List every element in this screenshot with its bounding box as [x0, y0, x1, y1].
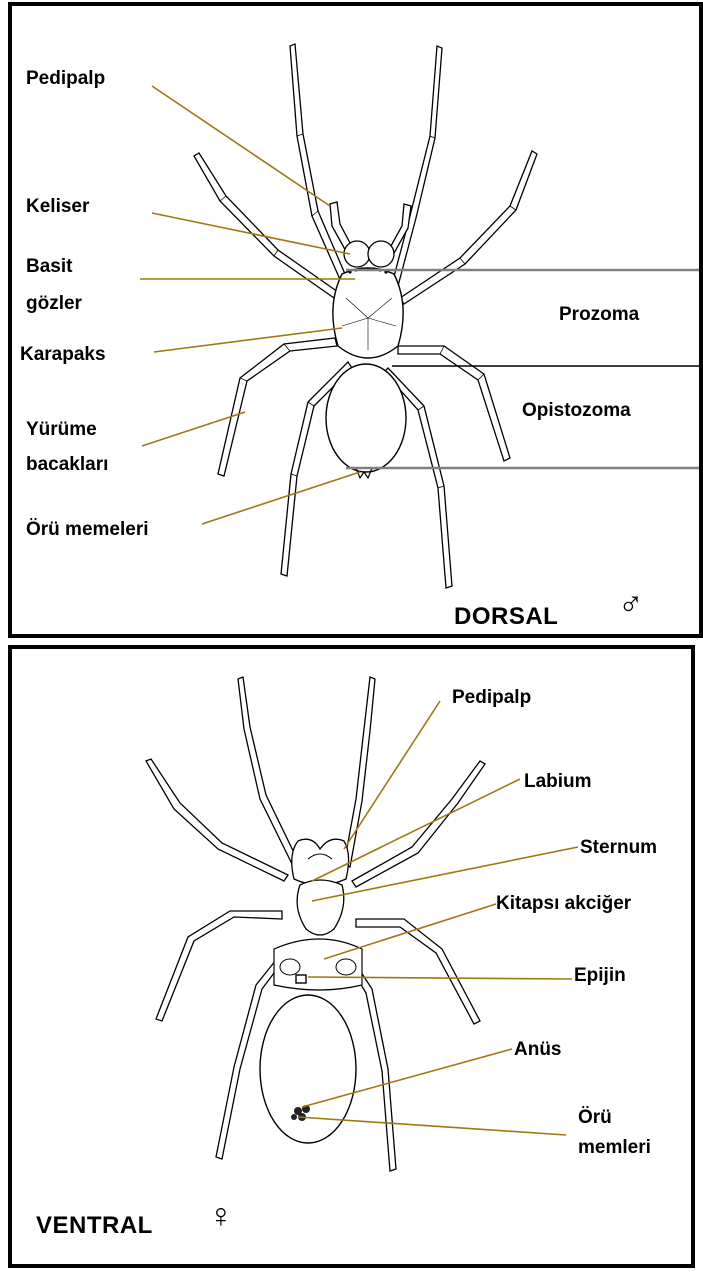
label-yurume: Yürüme	[26, 419, 97, 441]
label-bacaklari: bacakları	[26, 454, 108, 476]
view-label-ventral: VENTRAL	[36, 1215, 153, 1237]
male-symbol: ♂	[618, 592, 644, 614]
label-labium: Labium	[524, 771, 592, 793]
ventral-abdomen	[260, 995, 356, 1143]
sternum	[297, 880, 344, 935]
label-oru: Örü	[578, 1107, 612, 1129]
label-sternum: Sternum	[580, 837, 657, 859]
label-kitapsi-akciger: Kitapsı akciğer	[496, 893, 631, 915]
label-keliser: Keliser	[26, 196, 89, 218]
label-oru-memeleri: Örü memeleri	[26, 519, 149, 541]
epigyne	[296, 975, 306, 983]
label-anus: Anüs	[514, 1039, 562, 1061]
chelicera-right	[368, 241, 394, 267]
label-pedipalp-ventral: Pedipalp	[452, 687, 531, 709]
book-lung-right	[336, 959, 356, 975]
ventral-spider-illustration	[12, 649, 695, 1268]
label-memleri: memleri	[578, 1137, 651, 1159]
label-opistozoma: Opistozoma	[522, 400, 631, 422]
dorsal-panel: Pedipalp Keliser Basit gözler Karapaks Y…	[8, 2, 703, 638]
label-karapaks: Karapaks	[20, 344, 106, 366]
label-epijin: Epijin	[574, 965, 626, 987]
abdomen	[326, 364, 406, 472]
view-label-dorsal: DORSAL	[454, 606, 558, 628]
label-basit: Basit	[26, 256, 72, 278]
dorsal-leader-lines	[140, 86, 360, 524]
book-lung-left	[280, 959, 300, 975]
label-pedipalp: Pedipalp	[26, 68, 105, 90]
mouthparts	[292, 839, 349, 885]
ventral-panel: Pedipalp Labium Sternum Kitapsı akciğer …	[8, 645, 695, 1268]
female-symbol: ♀	[208, 1205, 234, 1227]
label-prozoma: Prozoma	[559, 304, 639, 326]
label-gozler: gözler	[26, 293, 82, 315]
